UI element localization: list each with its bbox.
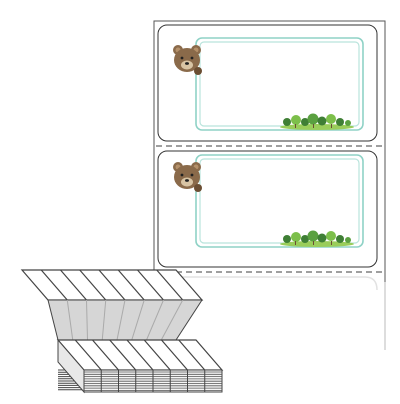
- fanfold-stack: [20, 269, 224, 394]
- fanfold-stack-divider: [126, 339, 154, 371]
- label-2-frame-outer: [195, 154, 364, 248]
- fanfold-fold-divider: [86, 299, 88, 341]
- label-1: [157, 24, 378, 142]
- label-2: [157, 150, 378, 268]
- fanfold-fold-panel: [47, 299, 203, 341]
- fanfold-top-divider: [156, 269, 184, 301]
- fanfold-stack-divider: [178, 339, 206, 371]
- fanfold-top-divider: [60, 269, 87, 301]
- fanfold-stack-divider: [143, 339, 171, 371]
- fanfold-stack-divider: [74, 339, 102, 371]
- label-1-frame-outer: [195, 37, 364, 131]
- fanfold-top-divider: [137, 269, 164, 301]
- label-2-frame-inner: [199, 158, 360, 244]
- fanfold-top-divider: [79, 269, 107, 301]
- fanfold-fold-divider: [66, 299, 74, 341]
- fanfold-fold-divider: [146, 299, 164, 341]
- fanfold-fold-divider: [131, 299, 145, 341]
- fanfold-stack-divider: [109, 339, 137, 371]
- fanfold-fold-divider: [116, 299, 126, 341]
- fanfold-fold-divider: [101, 299, 107, 341]
- label-1-outline: [157, 24, 378, 142]
- bear-icon: [173, 162, 202, 192]
- sheet-outline: [153, 20, 386, 350]
- trees-icon: [280, 113, 354, 130]
- fanfold-top-divider: [40, 269, 68, 301]
- fanfold-top-divider: [117, 269, 145, 301]
- label-1-frame-inner: [199, 41, 360, 127]
- bear-icon: [173, 45, 202, 75]
- trees-icon: [280, 230, 354, 247]
- fanfold-stack-divider: [92, 339, 119, 371]
- fanfold-top-divider: [98, 269, 126, 301]
- fanfold-fold-divider: [160, 299, 184, 341]
- fanfold-stack-divider: [161, 339, 188, 371]
